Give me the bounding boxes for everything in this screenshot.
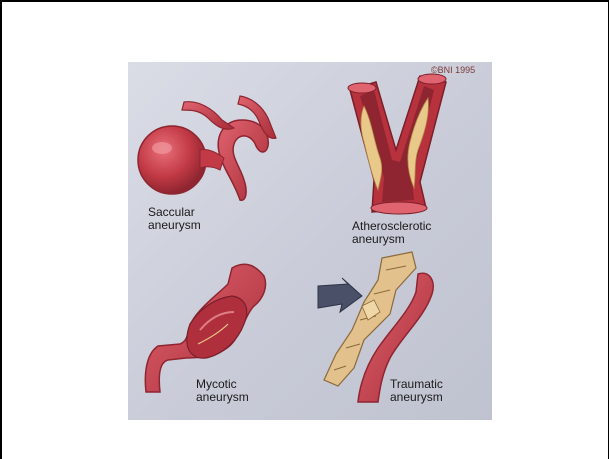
illustration-panel: ©BNI 1995 Saccular aneurysm Atherosclero… (128, 62, 492, 420)
label-saccular-line2: aneurysm (148, 219, 201, 232)
copyright-text: ©BNI 1995 (431, 65, 475, 75)
label-traumatic-line2: aneurysm (390, 391, 443, 404)
label-atherosclerotic-line2: aneurysm (352, 233, 431, 246)
mycotic-sac (187, 296, 247, 358)
atherosclerotic-opening (371, 202, 427, 214)
label-saccular: Saccular aneurysm (148, 206, 201, 232)
label-mycotic: Mycotic aneurysm (196, 378, 249, 404)
label-mycotic-line2: aneurysm (196, 391, 249, 404)
saccular-vessel (218, 120, 268, 200)
saccular-aneurysm-figure (138, 96, 276, 200)
label-atherosclerotic: Atherosclerotic aneurysm (352, 220, 431, 246)
mycotic-aneurysm-figure (145, 264, 265, 392)
atherosclerotic-aneurysm-figure (348, 74, 446, 214)
saccular-vessel-top (182, 102, 234, 130)
saccular-sac (138, 126, 206, 194)
label-traumatic: Traumatic aneurysm (390, 378, 443, 404)
traumatic-arrow (318, 278, 362, 312)
aneurysm-illustration (128, 62, 492, 420)
